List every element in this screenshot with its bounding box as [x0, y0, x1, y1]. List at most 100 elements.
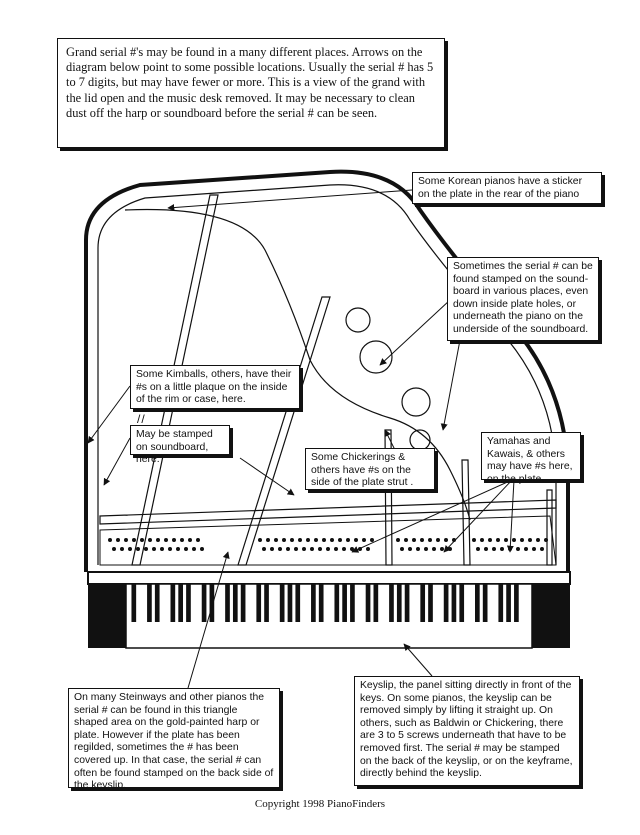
tuning-pin: [432, 547, 436, 551]
tuning-pin: [140, 538, 144, 542]
black-key: [498, 584, 504, 622]
tuning-pin: [180, 538, 184, 542]
tuning-pin: [286, 547, 290, 551]
tuning-pin: [258, 538, 262, 542]
tuning-pin: [314, 538, 318, 542]
tuning-pin: [370, 538, 374, 542]
tuning-pin: [536, 538, 540, 542]
arrow-steinway: [187, 551, 230, 689]
arrow-soundboard-down: [440, 339, 461, 431]
tuning-pin: [512, 538, 516, 542]
tuning-pin: [184, 547, 188, 551]
tuning-pin: [148, 538, 152, 542]
tuning-pin: [404, 538, 408, 542]
pin-block: [99, 515, 557, 566]
copyright: Copyright 1998 PianoFinders: [254, 798, 386, 810]
tuning-pin: [188, 538, 192, 542]
callout-kimballs: Some Kimballs, others, have their #s on …: [130, 365, 300, 409]
tuning-pin: [362, 538, 366, 542]
arrow-yamaha-1: [351, 479, 513, 553]
tuning-pin: [428, 538, 432, 542]
tuning-pin: [112, 547, 116, 551]
black-key: [475, 584, 480, 622]
tuning-pin: [440, 547, 444, 551]
arrow-chickering-strut-1: [239, 457, 295, 496]
keybed-left-block: [88, 584, 126, 648]
tuning-pin: [176, 547, 180, 551]
plate-hole: [359, 340, 393, 374]
callout-korean: Some Korean pianos have a sticker on the…: [412, 172, 602, 204]
tuning-pin: [116, 538, 120, 542]
tuning-pin: [136, 547, 140, 551]
tuning-pin: [298, 538, 302, 542]
arrow-yamaha-2: [443, 479, 513, 553]
arrow-keyslip: [403, 643, 433, 677]
piano-rim-outer: [84, 169, 570, 572]
tuning-pin: [318, 547, 322, 551]
keyslip: [87, 571, 571, 585]
black-key: [451, 584, 457, 622]
tuning-pins: [108, 538, 548, 551]
callout-yamahas: Yamahas and Kawais, & others may have #s…: [481, 432, 581, 485]
callout-soundboard-stamp: Sometimes the serial # can be found stam…: [447, 257, 599, 341]
tuning-pin: [476, 547, 480, 551]
black-key: [342, 584, 347, 622]
black-key: [287, 584, 293, 622]
black-keys: [131, 584, 519, 622]
tuning-pin: [306, 538, 310, 542]
tuning-pin: [278, 547, 282, 551]
tuning-pin: [270, 547, 274, 551]
tuning-pin: [196, 538, 200, 542]
black-key: [232, 584, 238, 622]
black-key: [420, 584, 426, 622]
tuning-pin: [192, 547, 196, 551]
black-key: [482, 584, 488, 622]
tuning-pin: [480, 538, 484, 542]
tuning-pin: [516, 547, 520, 551]
tuning-pin: [532, 547, 536, 551]
tuning-pin: [172, 538, 176, 542]
tuning-pin: [282, 538, 286, 542]
piano-rim-inner: [97, 184, 557, 565]
black-key: [131, 584, 137, 622]
tuning-pin: [346, 538, 350, 542]
arrow-kimballs-rim: [87, 385, 131, 444]
arrow-may-be-stamped: [103, 437, 131, 486]
plate-hole: [345, 307, 371, 333]
black-key: [404, 584, 410, 622]
tuning-pin: [492, 547, 496, 551]
callout-steinways: On many Steinways and other pianos the s…: [68, 688, 280, 791]
black-key: [350, 584, 355, 622]
intro-box: Grand serial #'s may be found in a many …: [57, 38, 445, 148]
tuning-pin: [290, 538, 294, 542]
black-key: [170, 584, 176, 622]
keyboard: [125, 583, 533, 649]
tuning-pin: [484, 547, 488, 551]
tuning-pin: [540, 547, 544, 551]
tuning-pin: [416, 547, 420, 551]
tuning-pin: [334, 547, 338, 551]
black-key: [240, 584, 246, 622]
black-key: [459, 584, 465, 622]
callout-may-be-stamped: May be stamped on soundboard, here.: [130, 425, 230, 465]
tuning-pin: [424, 547, 428, 551]
tuning-pin: [156, 538, 160, 542]
tuning-pin: [488, 538, 492, 542]
keybed-right-block: [532, 584, 570, 648]
tuning-pin: [108, 538, 112, 542]
callout-keyslip: Keyslip, the panel sitting directly in f…: [354, 676, 580, 786]
tuning-pin: [326, 547, 330, 551]
tuning-pin: [504, 538, 508, 542]
black-key: [178, 584, 183, 622]
tuning-pin: [496, 538, 500, 542]
tuning-pin: [152, 547, 156, 551]
black-key: [295, 584, 301, 622]
black-key: [209, 584, 215, 622]
black-key: [334, 584, 340, 622]
black-key: [318, 584, 324, 622]
tuning-pin: [520, 538, 524, 542]
tuning-pin: [310, 547, 314, 551]
tuning-pin: [354, 538, 358, 542]
tuning-pin: [262, 547, 266, 551]
